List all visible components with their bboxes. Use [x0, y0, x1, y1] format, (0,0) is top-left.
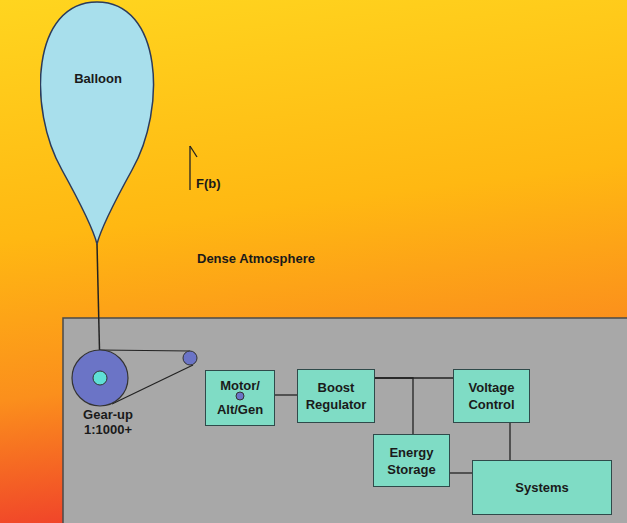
control-box: Voltage Control	[453, 369, 530, 423]
label-text: Gear-up 1:1000+	[83, 407, 133, 437]
shaft-circle	[236, 392, 244, 400]
power-wire	[450, 472, 472, 473]
label-text: F(b)	[196, 176, 221, 191]
force-arrow-head	[190, 146, 197, 157]
node-text: Voltage Control	[458, 379, 525, 413]
force-label: F(b)	[196, 176, 221, 192]
node-text: Boost Regulator	[302, 379, 370, 413]
pulley-hub	[93, 371, 107, 385]
small-pulley	[183, 351, 197, 365]
node-text: Motor/ Alt/Gen	[208, 374, 272, 422]
large-pulley	[72, 350, 128, 406]
label-text: Dense Atmosphere	[197, 251, 315, 266]
region-label: Dense Atmosphere	[197, 251, 315, 267]
force-arrow	[189, 146, 190, 190]
storage-box: Energy Storage	[373, 434, 450, 487]
balloon-shape: Balloon	[40, 0, 156, 246]
systems-box: Systems	[472, 460, 612, 515]
drive-belt	[100, 350, 190, 351]
balloon-outline	[40, 0, 156, 246]
node-text: Energy Storage	[378, 444, 445, 478]
power-wire	[509, 423, 510, 460]
power-wire	[275, 394, 297, 395]
housing-panel	[63, 318, 627, 523]
regulator-box: Boost Regulator	[297, 369, 375, 423]
node-text: Balloon	[74, 71, 122, 87]
motor-box: Motor/ Alt/Gen	[205, 370, 275, 426]
gear-ratio-label: Gear-up 1:1000+	[73, 407, 143, 437]
power-wire	[375, 378, 413, 434]
balloon-envelope	[40, 2, 153, 244]
node-text: Systems	[515, 479, 568, 496]
